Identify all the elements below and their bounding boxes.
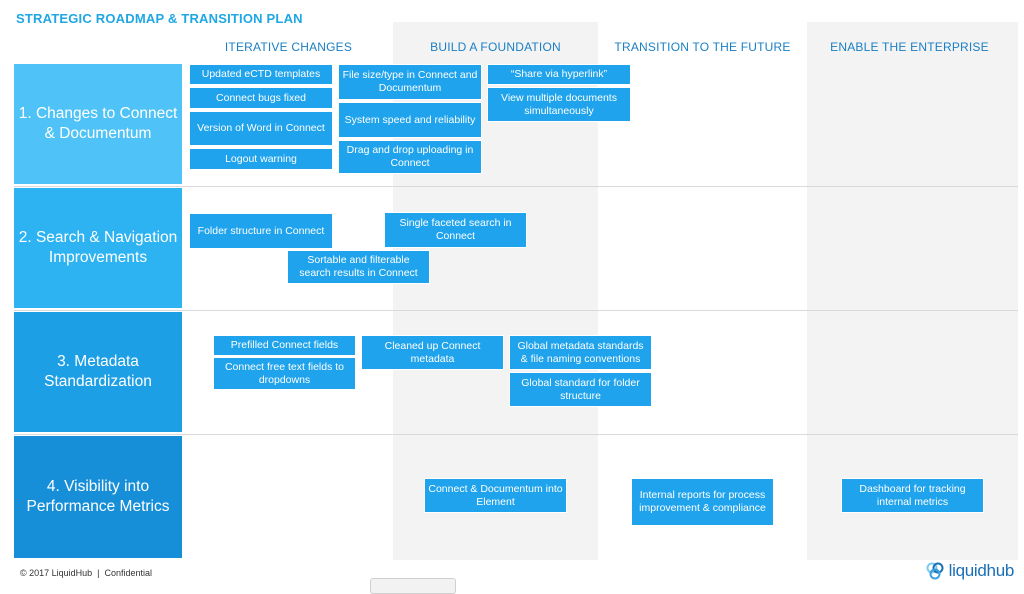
- roadmap-item: “Share via hyperlink”: [487, 64, 631, 85]
- roadmap-item: Global metadata standards & file naming …: [509, 335, 652, 370]
- row-label-visibility: 4. Visibility into Performance Metrics: [14, 436, 182, 558]
- logo-text: liquidhub: [948, 561, 1015, 580]
- roadmap-item: File size/type in Connect and Documentum: [338, 64, 482, 100]
- slide-scroll-handle[interactable]: [370, 578, 456, 594]
- page-title: STRATEGIC ROADMAP & TRANSITION PLAN: [16, 11, 303, 26]
- roadmap-item: Single faceted search in Connect: [384, 212, 527, 248]
- roadmap-item: Connect & Documentum into Element: [424, 478, 567, 513]
- roadmap-item: System speed and reliability: [338, 102, 482, 138]
- column-header-iterative: ITERATIVE CHANGES: [224, 40, 353, 54]
- liquidhub-logo-icon: [926, 562, 944, 580]
- row-divider: [14, 434, 1018, 435]
- roadmap-item: View multiple documents simultaneously: [487, 87, 631, 122]
- roadmap-item: Prefilled Connect fields: [213, 335, 356, 356]
- column-header-foundation: BUILD A FOUNDATION: [430, 40, 561, 54]
- roadmap-item: Global standard for folder structure: [509, 372, 652, 407]
- liquidhub-logo: liquidhub: [925, 561, 1014, 581]
- row-label-metadata: 3. Metadata Standardization: [14, 312, 182, 432]
- roadmap-item: Cleaned up Connect metadata: [361, 335, 504, 370]
- roadmap-item: Dashboard for tracking internal metrics: [841, 478, 984, 513]
- row-divider: [14, 310, 1018, 311]
- footer-copyright: © 2017 LiquidHub | Confidential: [20, 568, 153, 578]
- roadmap-item: Updated eCTD templates: [189, 64, 333, 85]
- roadmap-item: Internal reports for process improvement…: [631, 478, 774, 526]
- roadmap-item: Sortable and filterable search results i…: [287, 250, 430, 284]
- row-label-search: 2. Search & Navigation Improvements: [14, 188, 182, 308]
- roadmap-item: Drag and drop uploading in Connect: [338, 140, 482, 174]
- roadmap-item: Connect free text fields to dropdowns: [213, 357, 356, 390]
- roadmap-item: Logout warning: [189, 148, 333, 170]
- column-header-enterprise: ENABLE THE ENTERPRISE: [830, 40, 989, 54]
- column-header-transition: TRANSITION TO THE FUTURE: [614, 40, 791, 54]
- row-label-changes: 1. Changes to Connect & Documentum: [14, 64, 182, 184]
- row-divider: [14, 186, 1018, 187]
- column-bg-enable-enterprise: [807, 22, 1018, 560]
- roadmap-item: Version of Word in Connect: [189, 111, 333, 146]
- roadmap-item: Connect bugs fixed: [189, 87, 333, 109]
- roadmap-item: Folder structure in Connect: [189, 213, 333, 249]
